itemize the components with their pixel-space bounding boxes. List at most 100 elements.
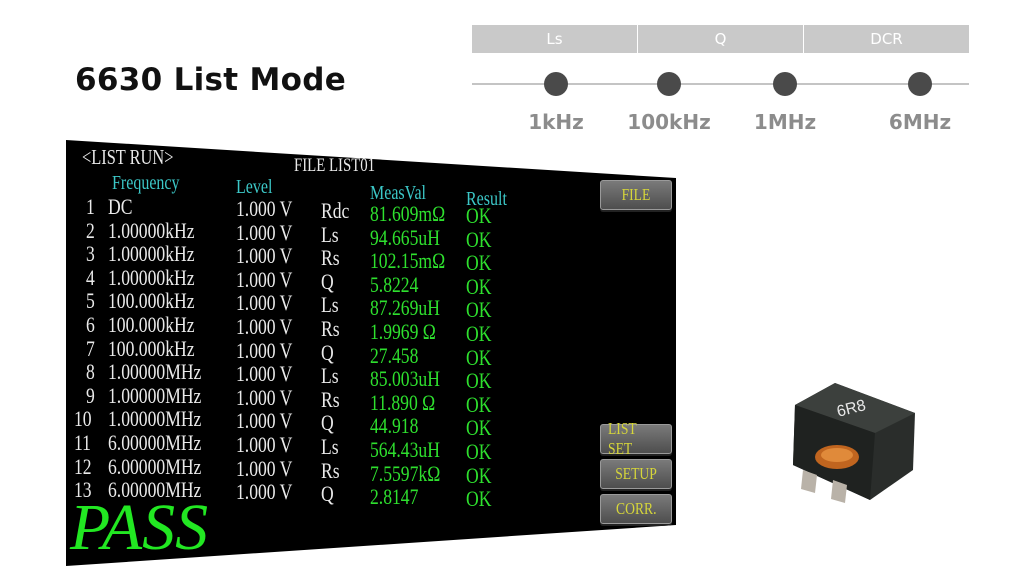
row-level: 1.000 V xyxy=(236,196,293,221)
row-measval: 102.15mΩ xyxy=(370,248,446,274)
row-level: 1.000 V xyxy=(236,455,293,481)
row-parameter: Rdc xyxy=(321,198,350,223)
corr-button-label: CORR. xyxy=(615,499,657,518)
corr-button[interactable]: CORR. xyxy=(600,494,672,524)
row-parameter: Ls xyxy=(321,363,339,389)
row-parameter: Q xyxy=(321,268,334,294)
row-number: 5 xyxy=(86,288,95,314)
row-number: 13 xyxy=(74,477,92,503)
table-row: 6 100.000kHz 1.000 V Rs 1.9969 Ω OK xyxy=(66,312,676,345)
file-button[interactable]: FILE xyxy=(600,180,672,210)
row-measval: 5.8224 xyxy=(370,271,419,297)
row-result: OK xyxy=(466,344,492,370)
col-header-level: Level xyxy=(236,176,273,198)
row-measval: 87.269uH xyxy=(370,295,440,321)
row-level: 1.000 V xyxy=(236,408,293,434)
row-number: 10 xyxy=(74,406,92,432)
timeline-dot-1mhz xyxy=(773,72,797,96)
row-number: 8 xyxy=(86,359,95,385)
timeline-dot-1khz xyxy=(544,72,568,96)
row-frequency: 1.00000MHz xyxy=(108,382,202,408)
row-measval: 44.918 xyxy=(370,413,419,439)
row-frequency: 6.00000MHz xyxy=(108,453,202,479)
row-parameter: Rs xyxy=(321,245,340,271)
freq-label-1mhz: 1MHz xyxy=(753,110,817,134)
freq-label-6mhz: 6MHz xyxy=(888,110,952,134)
band-q: Q xyxy=(638,25,804,53)
parameter-bands: Ls Q DCR xyxy=(472,25,969,53)
row-level: 1.000 V xyxy=(236,384,293,410)
row-parameter: Rs xyxy=(321,316,340,341)
row-parameter: Rs xyxy=(321,457,340,483)
row-level: 1.000 V xyxy=(236,432,293,457)
row-result: OK xyxy=(466,273,492,299)
file-label: FILE LIST01 xyxy=(294,155,376,176)
row-result: OK xyxy=(466,486,492,512)
row-number: 1 xyxy=(86,194,95,219)
row-number: 3 xyxy=(86,241,95,267)
slide-title: 6630 List Mode xyxy=(75,62,347,98)
row-number: 4 xyxy=(86,264,95,290)
row-level: 1.000 V xyxy=(236,314,293,339)
row-number: 9 xyxy=(86,382,95,408)
row-result: OK xyxy=(466,203,492,228)
row-frequency: 6.00000MHz xyxy=(108,477,202,503)
row-result: OK xyxy=(466,462,492,488)
row-frequency: 100.000kHz xyxy=(108,288,195,314)
row-level: 1.000 V xyxy=(236,266,293,292)
list-set-button[interactable]: LIST SET xyxy=(600,419,672,458)
row-frequency: 1.00000MHz xyxy=(108,406,202,432)
instrument-screen: <LIST RUN> FILE LIST01 Frequency Level M… xyxy=(66,140,676,566)
row-frequency: 1.00000kHz xyxy=(108,217,195,243)
row-measval: 85.003uH xyxy=(370,366,440,392)
table-row: 4 1.00000kHz 1.000 V Q 5.8224 OK xyxy=(66,264,676,297)
setup-button-label: SETUP xyxy=(615,464,657,483)
row-result: OK xyxy=(466,439,492,464)
inductor-component-image: 6R8 xyxy=(793,383,915,503)
file-button-label: FILE xyxy=(621,185,651,204)
row-level: 1.000 V xyxy=(236,290,293,316)
table-row: 5 100.000kHz 1.000 V Ls 87.269uH OK xyxy=(66,288,676,321)
row-frequency: 6.00000MHz xyxy=(108,430,202,455)
row-number: 7 xyxy=(86,335,95,361)
row-parameter: Ls xyxy=(321,292,339,318)
col-header-measval: MeasVal xyxy=(370,182,426,204)
row-frequency: 100.000kHz xyxy=(108,335,195,361)
col-header-frequency: Frequency xyxy=(112,172,180,194)
row-result: OK xyxy=(466,226,492,252)
row-measval: 94.665uH xyxy=(370,224,440,250)
timeline-dot-6mhz xyxy=(908,72,932,96)
row-measval: 2.8147 xyxy=(370,484,419,510)
row-parameter: Q xyxy=(321,481,334,507)
row-result: OK xyxy=(466,297,492,323)
row-number: 6 xyxy=(86,312,95,337)
row-measval: 1.9969 Ω xyxy=(370,319,436,344)
row-level: 1.000 V xyxy=(236,219,293,245)
row-frequency: 1.00000kHz xyxy=(108,264,195,290)
row-measval: 564.43uH xyxy=(370,437,440,462)
setup-button[interactable]: SETUP xyxy=(600,459,672,489)
row-measval: 11.890 Ω xyxy=(370,389,436,415)
row-frequency: 100.000kHz xyxy=(108,312,195,337)
list-set-button-label: LIST SET xyxy=(608,419,637,458)
row-result: OK xyxy=(466,321,492,346)
row-level: 1.000 V xyxy=(236,479,293,505)
row-measval: 81.609mΩ xyxy=(370,201,446,226)
row-frequency: 1.00000kHz xyxy=(108,241,195,267)
col-header-result: Result xyxy=(466,188,507,210)
row-number: 2 xyxy=(86,217,95,243)
freq-label-1khz: 1kHz xyxy=(528,110,584,134)
component-marking: 6R8 xyxy=(835,397,868,421)
timeline-dot-100khz xyxy=(657,72,681,96)
row-frequency: 1.00000MHz xyxy=(108,359,202,385)
pass-verdict: PASS xyxy=(70,491,209,564)
row-number: 12 xyxy=(74,453,92,479)
row-parameter: Q xyxy=(321,410,334,436)
